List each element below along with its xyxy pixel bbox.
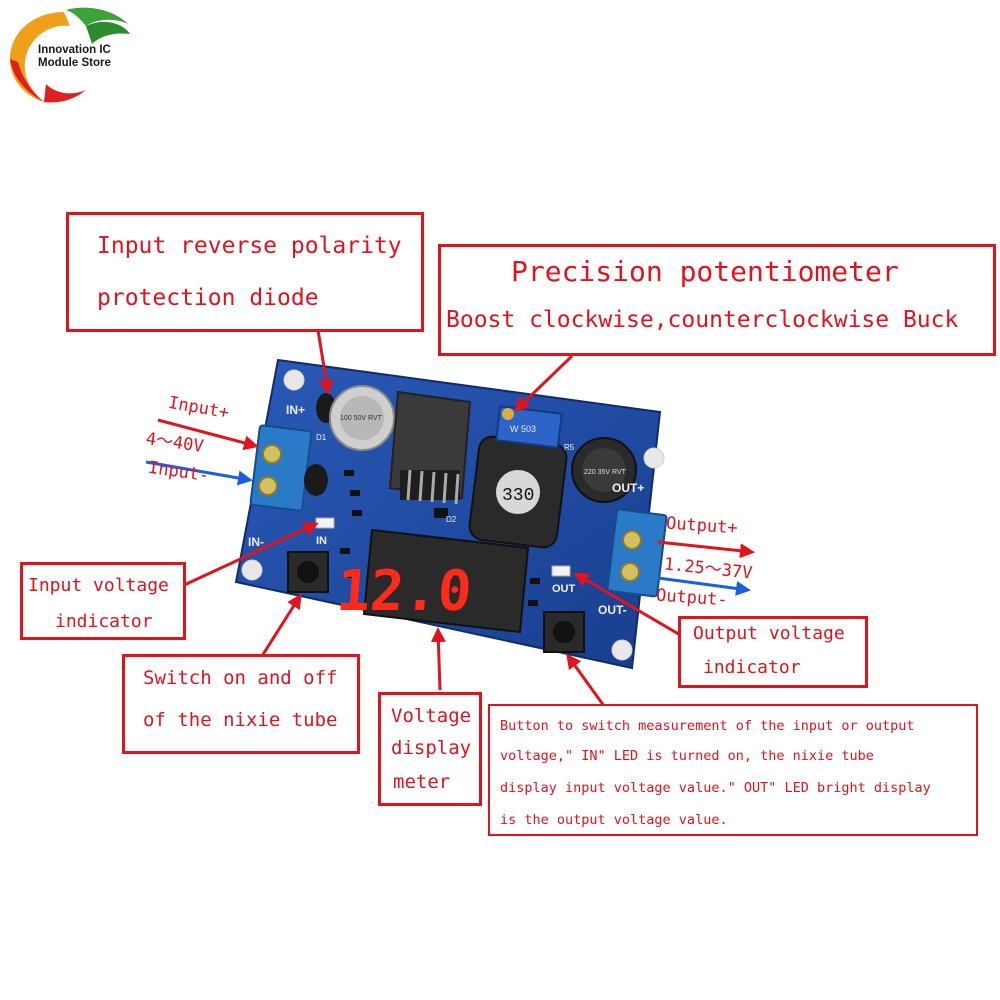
switch-callout-line1: Switch on and off [143,667,338,689]
switch-callout-line2: of the nixie tube [143,709,338,731]
output-terminal-block [606,508,668,598]
pot-callout-arrow [513,354,574,413]
output-led-callout-arrow [573,572,683,638]
label-cap2: 220 35V RVT [584,469,627,476]
input-plus-arrow [157,418,259,451]
smd-part [350,490,360,496]
label-inductor: 330 [502,486,534,506]
button-callout-arrow [566,653,606,707]
output-minus-arrow [657,576,751,596]
store-name-line2: Module Store [38,57,111,69]
store-name-line1: Innovation IC [38,44,111,56]
button-callout-line2: voltage," IN" LED is turned on, the nixi… [500,748,874,764]
output-indicator-line2: indicator [703,657,801,678]
button-callout-line1: Button to switch measurement of the inpu… [500,718,915,734]
label-pot: W 503 [510,424,536,434]
smd-part [344,470,354,476]
terminal-screw [620,562,640,582]
display-callout: Voltage display meter [378,692,482,806]
output-indicator-line1: Output voltage [693,623,845,644]
label-out-plus: OUT+ [612,481,644,495]
display-callout-arrow [430,627,446,691]
label-in-led: IN [316,535,327,547]
input-terminal-block [249,424,313,512]
input-led-callout-arrow [181,522,319,588]
button-callout-line3: display input voltage value." OUT" LED b… [500,780,931,796]
mounting-hole [643,447,665,469]
smd-part [434,508,448,518]
pot-callout-line1: Precision potentiometer [511,255,899,288]
diode-callout-line1: Input reverse polarity [97,233,402,259]
smd-part [352,510,362,516]
terminal-screw [622,530,642,550]
display-callout-line3: meter [393,771,451,793]
capacitor-top [340,396,384,440]
label-out-minus: OUT- [598,603,627,617]
in-led [315,517,335,529]
store-name: Innovation IC Module Store [38,44,111,70]
smd-part [530,578,540,584]
pot-callout-line2: Boost clockwise,counterclockwise Buck [446,307,959,333]
label-d1: D1 [316,433,327,442]
diode-callout-arrow [316,329,334,395]
input-indicator-line1: Input voltage [28,575,169,596]
button-callout: Button to switch measurement of the inpu… [488,704,978,836]
label-cap1: 100 50V RVT [340,415,383,422]
measure-switch-button [543,611,585,653]
display-callout-line1: Voltage [391,705,472,727]
mounting-hole [241,559,263,581]
diode-callout: Input reverse polarity protection diode [66,212,424,332]
label-out-led: OUT [552,583,576,595]
store-logo [10,7,130,103]
input-indicator-callout: Input voltage indicator [20,562,186,640]
input-minus-arrow [145,460,253,486]
label-in-plus: IN+ [286,403,305,417]
smd-part [340,548,350,554]
seven-segment-display [362,528,530,634]
display-readout: 12.0 [334,559,473,624]
pot-screw [502,408,514,420]
display-callout-line2: display [391,737,472,759]
smd-part [528,600,538,606]
transistor [304,464,328,496]
smd-part [344,572,354,578]
switch-callout-arrow [260,593,302,657]
mounting-hole [283,369,305,391]
diode-callout-line2: protection diode [97,285,319,311]
mounting-hole [611,639,633,661]
terminal-screw [262,444,282,464]
label-in-minus: IN- [248,535,264,549]
pot-callout: Precision potentiometer Boost clockwise,… [438,244,996,356]
terminal-screw [258,476,278,496]
input-indicator-line2: indicator [55,611,153,632]
label-d2: D2 [446,515,457,524]
out-led [551,565,571,577]
button-callout-line4: is the output voltage value. [500,812,728,828]
switch-callout: Switch on and off of the nixie tube [122,654,360,754]
output-plus-arrow [657,540,755,559]
output-indicator-callout: Output voltage indicator [678,616,868,688]
label-r5: R5 [564,443,575,452]
